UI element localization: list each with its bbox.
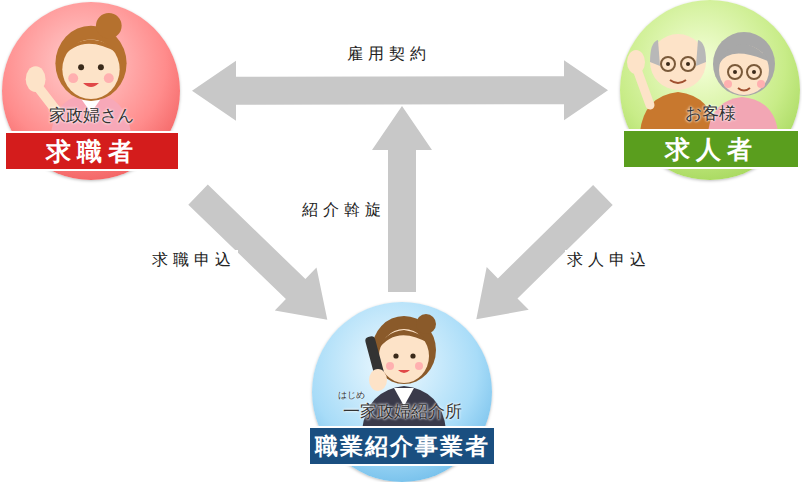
role-circle: はじめ一家政婦紹介所職業紹介事業者 [312, 302, 492, 482]
node-name: 家政婦さん [2, 104, 180, 127]
node-name: 一家政婦紹介所 [312, 400, 492, 423]
role-label-bar: 求職者 [4, 131, 180, 171]
arrow-label: 求人申込 [565, 250, 653, 271]
referral-arrow [372, 106, 432, 292]
node-name: お客様 [620, 102, 800, 125]
role-circle: 家政婦さん求職者 [2, 2, 180, 180]
role-label-bar: 求人者 [622, 129, 800, 169]
arrow-label: 雇用契約 [345, 44, 433, 65]
arrow-label: 紹介斡旋 [300, 200, 388, 221]
ruby-reading: はじめ [338, 389, 365, 402]
role-label-bar: 職業紹介事業者 [308, 426, 496, 466]
role-circle: お客様求人者 [620, 0, 800, 180]
arrow-label: 求職申込 [150, 250, 238, 271]
flow-arrow [192, 60, 608, 121]
